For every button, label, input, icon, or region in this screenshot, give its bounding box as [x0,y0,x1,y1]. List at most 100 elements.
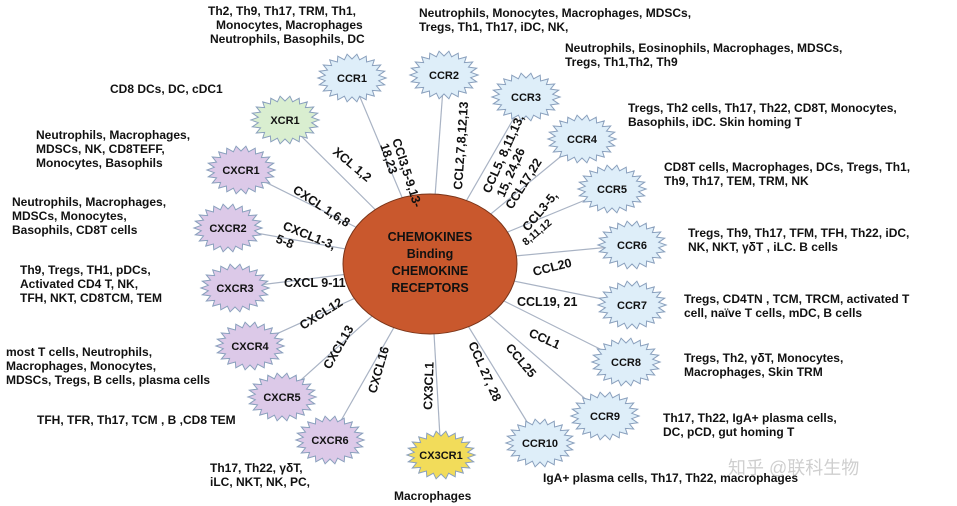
receptor-shape-ccr1 [316,53,388,103]
desc-cxcr4-3: MDSCs, Tregs, B cells, plasma cells [6,373,210,387]
receptor-node-ccr5: CCR5 [576,164,648,214]
desc-cxcr2-3: Basophils, CD8T cells [12,223,138,237]
center-line-1: CHEMOKINES [388,230,473,244]
desc-ccr5-1: CD8T cells, Macrophages, DCs, Tregs, Th1… [664,160,910,174]
desc-cxcr5-1: TFH, TFR, Th17, TCM , B ,CD8 TEM [37,413,236,427]
desc-cxcr4-1: most T cells, Neutrophils, [6,345,152,359]
center-line-3: CHEMOKINE [392,264,468,278]
desc-ccr7-1: Tregs, CD4TN , TCM, TRCM, activated T [684,292,910,306]
receptor-node-xcr1: XCR1 [249,95,321,145]
ligand-cxcr1: CXCL 1,6,8 [290,183,352,230]
receptor-label-ccr7: CCR7 [617,300,647,312]
receptor-shape-ccr4 [546,114,618,164]
receptor-label-ccr9: CCR9 [590,411,620,423]
ligand-ccr8: CCL1 [527,326,563,352]
desc-cxcr3-1: Th9, Tregs, TH1, pDCs, [20,263,151,277]
desc-ccr4-1: Tregs, Th2 cells, Th17, Th22, CD8T, Mono… [628,101,897,115]
desc-ccr6-1: Tregs, Th9, Th17, TFM, TFH, Th22, iDC, [688,226,909,240]
ligand-ccr7: CCL19, 21 [517,295,577,309]
receptor-node-cxcr2: CXCR2 [192,203,264,253]
desc-cxcr1-2: MDSCs, NK, CD8TEFF, [36,142,165,156]
desc-ccr3-1: Neutrophils, Eosinophils, Macrophages, M… [565,41,842,55]
receptor-shape-cxcr5 [246,372,318,422]
desc-cxcr3-3: TFH, NKT, CD8TCM, TEM [20,291,162,305]
ligand-cx3cr1: CX3CL1 [421,362,437,410]
desc-cxcr1-1: Neutrophils, Macrophages, [36,128,190,142]
desc-ccr2-1: Neutrophils, Monocytes, Macrophages, MDS… [419,6,691,20]
ligand-xcr1: XCL 1,2 [330,145,374,185]
center-line-2: Binding [407,247,454,261]
receptor-label-cxcr6: CXCR6 [311,435,348,447]
receptor-node-ccr1: CCR1 [316,53,388,103]
receptor-node-ccr9: CCR9 [569,391,641,441]
desc-ccr10-1: IgA+ plasma cells, Th17, Th22, macrophag… [543,471,798,485]
receptor-shape-xcr1 [249,95,321,145]
watermark-text: 知乎 @联科生物 [728,458,859,478]
desc-cxcr4-2: Macrophages, Monocytes, [6,359,156,373]
desc-ccr3-2: Tregs, Th1,Th2, Th9 [565,55,678,69]
receptor-node-ccr4: CCR4 [546,114,618,164]
ligand-cxcr2-b: 5-8 [274,232,296,252]
desc-cxcr1-3: Monocytes, Basophils [36,156,163,170]
desc-ccr6-2: NK, NKT, γδT , iLC. B cells [688,240,838,254]
receptor-label-cxcr4: CXCR4 [231,341,269,353]
desc-xcr1-1: CD8 DCs, DC, cDC1 [110,82,223,96]
ligand-cxcr3: CXCL 9-11 [284,276,346,290]
receptor-node-ccr7: CCR7 [596,280,668,330]
receptor-shape-cxcr1 [205,145,277,195]
ligand-ccr6: CCL20 [531,256,573,279]
receptor-shape-cxcr4 [214,321,286,371]
ligand-cxcr4: CXCL12 [297,295,345,332]
desc-ccr1-1: Th2, Th9, Th17, TRM, Th1, [208,4,356,18]
receptor-node-cxcr1: CXCR1 [205,145,277,195]
desc-ccr4-2: Basophils, iDC. Skin homing T [628,115,803,129]
desc-ccr9-1: Th17, Th22, IgA+ plasma cells, [663,411,837,425]
receptor-shape-cxcr6 [294,415,366,465]
receptor-label-cxcr3: CXCR3 [216,283,253,295]
receptor-label-cxcr2: CXCR2 [209,223,246,235]
desc-cx3cr1-1: Macrophages [394,489,472,503]
ligand-cxcr5: CXCL13 [320,323,356,372]
desc-ccr1-3: Neutrophils, Basophils, DC [210,32,365,46]
receptor-shape-ccr9 [569,391,641,441]
ligand-ccr9: CCL25 [503,341,539,380]
receptor-node-cxcr5: CXCR5 [246,372,318,422]
desc-cxcr6-1: Th17, Th22, γδT, [210,461,303,475]
center-node: CHEMOKINES Binding CHEMOKINE RECEPTORS [342,193,518,335]
receptor-shape-cxcr3 [199,263,271,313]
descriptions: Th2, Th9, Th17, TRM, Th1, Monocytes, Mac… [6,4,910,503]
desc-ccr5-2: Th9, Th17, TEM, TRM, NK [664,174,809,188]
receptor-label-ccr1: CCR1 [337,73,367,85]
receptor-label-cxcr1: CXCR1 [222,165,259,177]
receptor-node-ccr10: CCR10 [504,418,576,468]
receptor-shape-ccr5 [576,164,648,214]
receptor-node-cxcr3: CXCR3 [199,263,271,313]
receptor-label-xcr1: XCR1 [270,115,299,127]
receptor-node-cx3cr1: CX3CR1 [405,430,477,480]
desc-ccr8-2: Macrophages, Skin TRM [684,365,823,379]
receptor-node-cxcr6: CXCR6 [294,415,366,465]
desc-cxcr2-2: MDSCs, Monocytes, [12,209,127,223]
center-line-4: RECEPTORS [391,281,469,295]
receptor-node-ccr2: CCR2 [408,50,480,100]
receptor-node-ccr8: CCR8 [590,337,662,387]
receptor-shape-ccr8 [590,337,662,387]
receptor-nodes-layer: CCR1 CCR2CCR3CCR4CCR5CCR6CCR7CCR8CCR9CCR1… [192,50,668,480]
receptor-label-ccr2: CCR2 [429,70,459,82]
desc-cxcr3-2: Activated CD4 T, NK, [20,277,138,291]
receptor-shape-ccr10 [504,418,576,468]
ligand-ccr2: CCL2,7,8,12,13 [451,101,471,190]
receptor-label-ccr3: CCR3 [511,92,541,104]
receptor-shape-ccr7 [596,280,668,330]
receptor-label-ccr4: CCR4 [567,134,598,146]
receptor-label-ccr8: CCR8 [611,357,641,369]
receptor-shape-ccr2 [408,50,480,100]
receptor-label-ccr6: CCR6 [617,240,647,252]
desc-ccr8-1: Tregs, Th2, γδT, Monocytes, [684,351,843,365]
receptor-label-ccr5: CCR5 [597,184,627,196]
receptor-node-cxcr4: CXCR4 [214,321,286,371]
ligand-ccr10: CCL 27, 28 [465,340,504,404]
receptor-shape-cx3cr1 [405,430,477,480]
desc-cxcr6-2: iLC, NKT, NK, PC, [210,475,310,489]
